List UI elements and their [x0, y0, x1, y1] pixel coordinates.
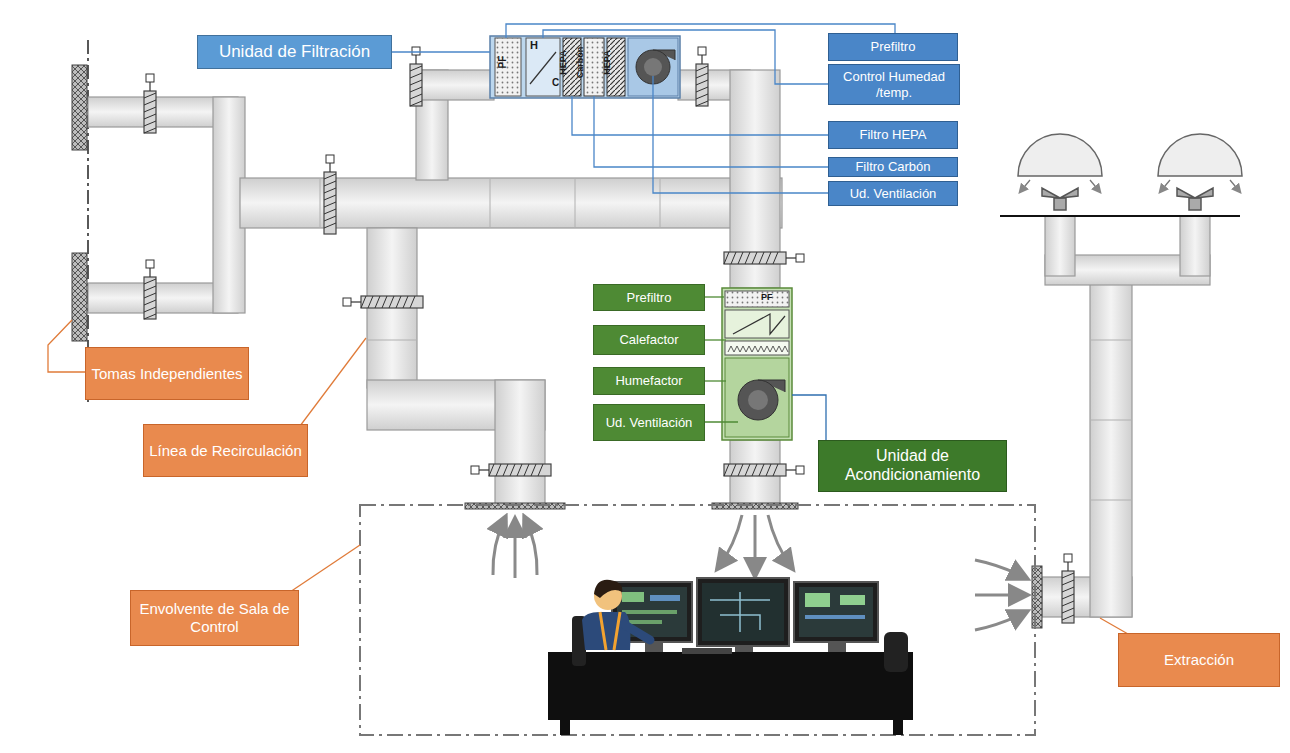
callout-text: Filtro HEPA	[860, 127, 927, 142]
callout-box: Filtro Carbón	[828, 157, 958, 177]
callout-box: Prefiltro	[828, 33, 958, 61]
callout-text: Envolvente de Sala de Control	[135, 600, 294, 635]
callout-text: Ud. Ventilación	[606, 415, 693, 430]
callout-text: Unidad de Filtración	[219, 42, 370, 62]
leader-line	[705, 339, 726, 340]
callout-text: Extracción	[1164, 651, 1234, 669]
callout-text: Prefiltro	[627, 290, 672, 305]
callout-text: Unidad de Acondicionamiento	[823, 447, 1002, 485]
part-label: C	[552, 78, 559, 88]
damper	[343, 296, 423, 308]
damper	[144, 74, 156, 133]
part-label: PF	[761, 293, 773, 302]
leader-line	[1100, 618, 1128, 634]
damper	[724, 252, 804, 264]
part-label: HEPA	[603, 50, 612, 74]
leader-line	[300, 338, 366, 426]
callout-box: Prefiltro	[593, 284, 705, 311]
callout-text: Línea de Recirculación	[149, 442, 302, 460]
callout-text: Control Humedad /temp.	[833, 69, 955, 100]
callout-box: Ud. Ventilación	[593, 404, 705, 441]
leader-line	[392, 51, 490, 52]
callout-text: Ud. Ventilación	[850, 186, 937, 201]
damper	[410, 47, 422, 106]
damper	[724, 464, 804, 476]
callout-text: Filtro Carbón	[855, 159, 930, 174]
leader-line	[653, 76, 828, 193]
damper	[471, 464, 551, 476]
leader-line	[705, 296, 724, 297]
callout-box: Tomas Independientes	[85, 347, 249, 400]
callout-box: Unidad de Filtración	[197, 35, 392, 69]
callout-box: Filtro HEPA	[828, 121, 958, 149]
leader-line	[543, 30, 828, 84]
part-label: PF	[498, 56, 508, 69]
damper	[696, 47, 708, 106]
part-label: Carbón	[577, 46, 586, 78]
leader-line	[594, 96, 828, 167]
damper	[324, 155, 336, 234]
callout-text: Humefactor	[615, 373, 682, 388]
damper	[1062, 554, 1074, 623]
leader-line	[290, 545, 360, 592]
callout-box: Control Humedad /temp.	[828, 64, 960, 105]
callout-box: Línea de Recirculación	[143, 424, 308, 477]
callout-box: Envolvente de Sala de Control	[130, 590, 299, 646]
leader-line	[705, 421, 738, 422]
callout-box: Calefactor	[593, 325, 705, 355]
callout-box: Humefactor	[593, 367, 705, 395]
leader-line	[792, 395, 826, 440]
callout-box: Ud. Ventilación	[828, 181, 958, 206]
callout-text: Calefactor	[619, 332, 678, 347]
callout-text: Tomas Independientes	[92, 365, 243, 383]
callout-box: Unidad de Acondicionamiento	[818, 440, 1007, 492]
callout-text: Prefiltro	[871, 39, 916, 54]
damper	[144, 260, 156, 319]
leader-line	[572, 96, 828, 135]
callout-box: Extracción	[1118, 633, 1280, 687]
leader-line	[48, 320, 85, 372]
leader-line	[705, 380, 726, 381]
part-label: HEPA	[559, 50, 568, 74]
part-label: H	[530, 40, 538, 51]
